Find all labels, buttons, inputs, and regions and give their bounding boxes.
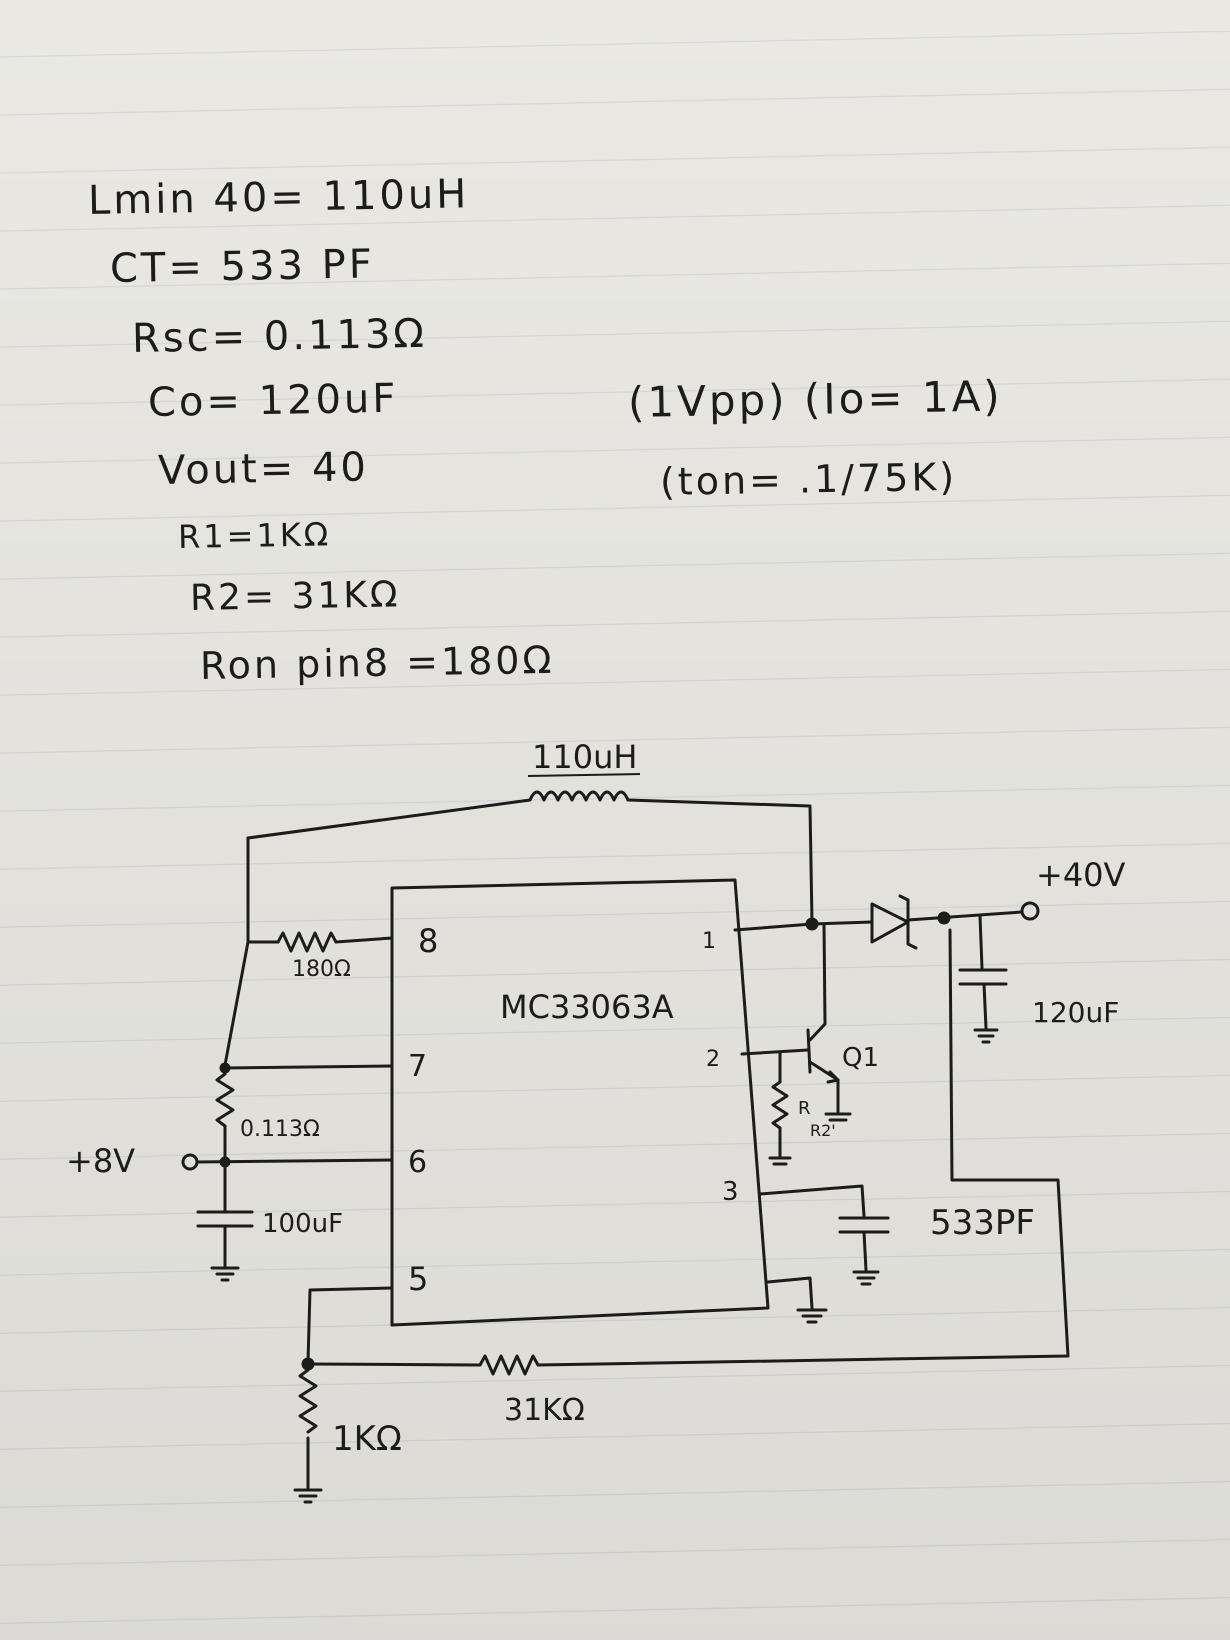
ground-ct: [852, 1270, 880, 1286]
label-r2: 31KΩ: [504, 1393, 585, 1428]
wire-left-rail: [223, 836, 250, 1067]
label-c-in: 100uF: [262, 1209, 343, 1239]
resistor-r2: [478, 1354, 540, 1376]
wire-cout: [978, 914, 984, 970]
wire-ct-gnd: [862, 1230, 868, 1272]
label-chip: MC33063A: [500, 988, 674, 1026]
wire-pin7: [223, 1064, 394, 1070]
wire-pin1: [733, 920, 874, 932]
label-q1: Q1: [842, 1043, 879, 1073]
ground-bias: [768, 1156, 792, 1166]
vin-terminal: [181, 1153, 199, 1171]
vout-terminal: [1020, 901, 1040, 921]
ground-cout: [973, 1028, 999, 1044]
label-r1: 1KΩ: [332, 1419, 402, 1459]
ic-body: [390, 878, 770, 1327]
wire-top-right: [626, 798, 814, 924]
q1-base: [806, 1028, 812, 1074]
label-v-out: +40V: [1036, 856, 1126, 894]
label-pin6: 6: [408, 1145, 427, 1180]
wire-pin3: [758, 1184, 866, 1218]
wire-pin8-b: [334, 936, 394, 944]
label-r-sense: 0.113Ω: [240, 1117, 320, 1142]
label-pin1: 1: [702, 929, 716, 954]
label-r-pin8: 180Ω: [292, 957, 351, 982]
resistor-bias: [771, 1080, 789, 1130]
label-v-in: +8V: [66, 1142, 135, 1180]
diode-cathode: [898, 894, 918, 950]
wire-pin5: [306, 1286, 394, 1364]
label-pin7: 7: [408, 1049, 427, 1084]
label-r-bias-b: R2': [810, 1121, 836, 1140]
wire-pin4: [766, 1276, 814, 1310]
label-inductor: 110uH: [532, 738, 637, 776]
label-pin3: 3: [722, 1177, 739, 1207]
label-r-bias-a: R: [798, 1098, 811, 1119]
inductor-symbol: [528, 790, 630, 802]
resistor-pin8: [276, 931, 338, 953]
wire-out: [906, 910, 1024, 922]
ground-r1: [293, 1488, 323, 1504]
q1-collector: [808, 922, 827, 1042]
label-pin5: 5: [408, 1260, 428, 1298]
wire-top-left: [246, 798, 532, 840]
diode-anode: [870, 902, 910, 944]
ground-cin: [210, 1266, 240, 1282]
wire-cout-gnd: [982, 982, 988, 1030]
ground-q1: [824, 1112, 852, 1122]
label-c-timing: 533PF: [930, 1203, 1035, 1243]
resistor-r1: [298, 1368, 318, 1434]
wire-fb-right: [536, 928, 1070, 1367]
label-pin8: 8: [418, 922, 438, 960]
ground-pin4: [796, 1308, 828, 1324]
label-c-out: 120uF: [1032, 996, 1119, 1029]
resistor-sense: [215, 1072, 235, 1128]
wire-pin2: [740, 1048, 810, 1056]
wire-fb-bottom: [306, 1362, 482, 1367]
label-pin2: 2: [706, 1047, 720, 1072]
